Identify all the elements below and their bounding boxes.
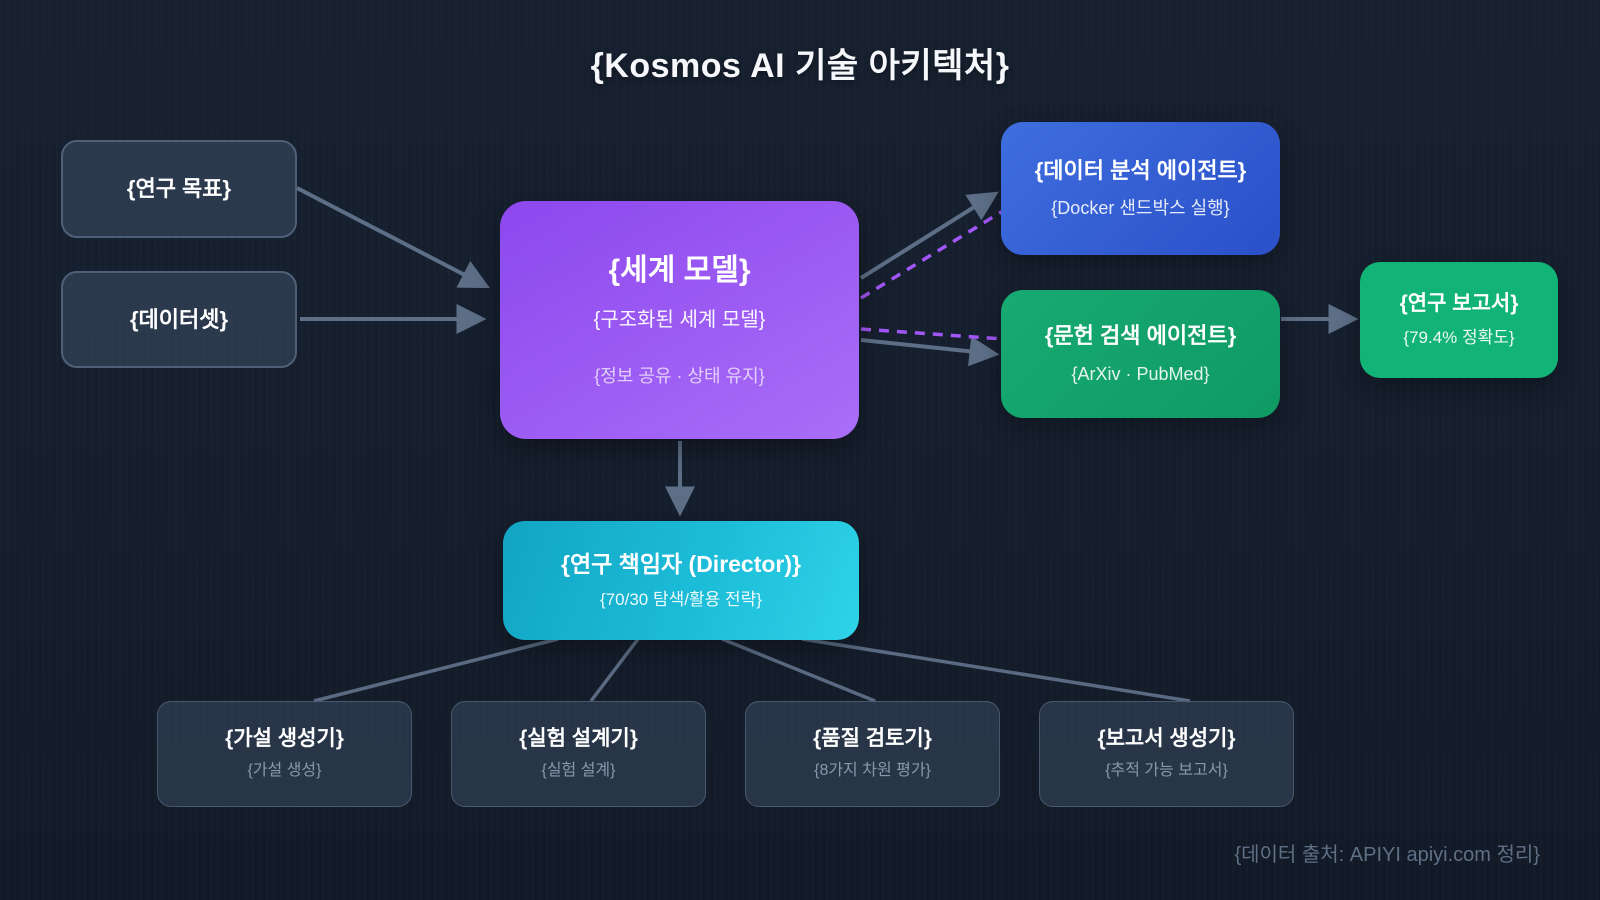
node-hypothesis-generator: {가설 생성기} {가설 생성} [157, 701, 412, 807]
edge-world-model-to-data-analysis [859, 191, 999, 280]
node-world-model: {세계 모델} {구조화된 세계 모델} {정보 공유 · 상태 유지} [500, 201, 859, 439]
world-model-note: {정보 공유 · 상태 유지} [594, 366, 765, 387]
report-generator-title: {보고서 생성기} [1097, 727, 1236, 751]
report-generator-subtitle: {추적 가능 보고서} [1105, 761, 1228, 779]
data-source-note: {데이터 출처: APIYI apiyi.com 정리} [1234, 844, 1540, 866]
literature-search-agent-subtitle: {ArXiv · PubMed} [1071, 363, 1210, 384]
edge-research-goal-to-world-model [296, 186, 490, 289]
page-title: {Kosmos AI 기술 아키텍처} [590, 47, 1010, 85]
node-experiment-designer: {실험 설계기} {실험 설계} [451, 701, 706, 807]
edge-director-to-hypothesis-generator [313, 637, 559, 703]
research-report-subtitle: {79.4% 정확도} [1403, 327, 1515, 347]
data-analysis-agent-title: {데이터 분석 에이전트} [1034, 157, 1247, 183]
edge-world-model-data-analysis-dashed-link [860, 209, 1004, 300]
node-dataset: {데이터셋} [61, 271, 297, 368]
research-report-title: {연구 보고서} [1399, 292, 1519, 316]
experiment-designer-subtitle: {실험 설계} [541, 761, 616, 779]
quality-reviewer-subtitle: {8가지 차원 평가} [814, 761, 931, 779]
hypothesis-generator-subtitle: {가설 생성} [247, 761, 322, 779]
node-quality-reviewer: {품질 검토기} {8가지 차원 평가} [745, 701, 1000, 807]
node-report-generator: {보고서 생성기} {추적 가능 보고서} [1039, 701, 1294, 807]
quality-reviewer-title: {품질 검토기} [813, 727, 932, 751]
world-model-subtitle: {구조화된 세계 모델} [593, 309, 766, 332]
node-director: {연구 책임자 (Director)} {70/30 탐색/활용 전략} [503, 521, 859, 640]
literature-search-agent-title: {문헌 검색 에이전트} [1044, 323, 1237, 349]
edge-world-model-literature-dashed-link [860, 327, 1004, 341]
edge-director-to-quality-reviewer [721, 637, 876, 703]
node-data-analysis-agent: {데이터 분석 에이전트} {Docker 샌드박스 실행} [1001, 122, 1280, 255]
dataset-label: {데이터셋} [129, 306, 229, 332]
experiment-designer-title: {실험 설계기} [519, 727, 638, 751]
hypothesis-generator-title: {가설 생성기} [225, 727, 344, 751]
node-literature-search-agent: {문헌 검색 에이전트} {ArXiv · PubMed} [1001, 290, 1280, 418]
world-model-title: {세계 모델} [608, 253, 751, 287]
director-title: {연구 책임자 (Director)} [561, 551, 801, 578]
node-research-goal: {연구 목표} [61, 140, 297, 238]
data-analysis-agent-subtitle: {Docker 샌드박스 실행} [1051, 198, 1230, 219]
edge-world-model-to-literature [860, 336, 1000, 367]
node-research-report: {연구 보고서} {79.4% 정확도} [1360, 262, 1558, 378]
edge-director-to-report-generator [801, 637, 1191, 703]
edge-director-to-experiment-designer [589, 637, 640, 703]
research-goal-label: {연구 목표} [126, 176, 232, 202]
director-subtitle: {70/30 탐색/활용 전략} [600, 589, 762, 609]
